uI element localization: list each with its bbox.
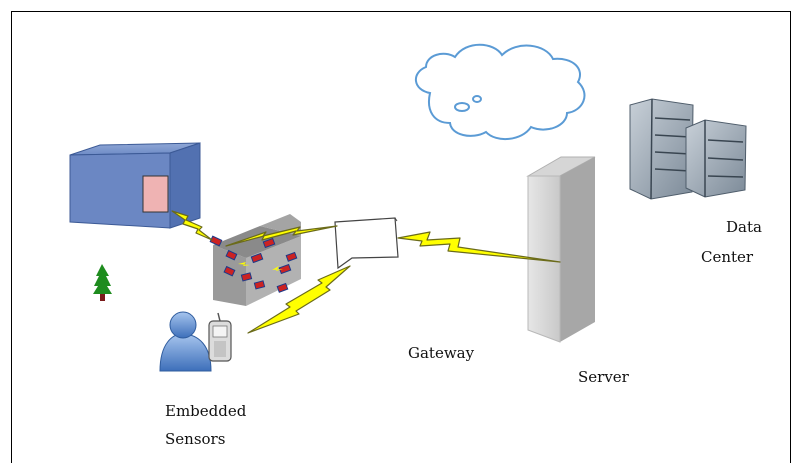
server-label: Server	[578, 368, 629, 386]
door	[142, 175, 169, 213]
tree-icon	[93, 264, 112, 301]
data-center-label-line1: Data	[726, 218, 762, 236]
phone-icon	[208, 312, 232, 362]
gateway-icon	[334, 217, 399, 270]
sensor-grid-icon	[209, 214, 301, 306]
user-icon	[159, 311, 212, 372]
building-icon	[69, 142, 201, 229]
data-center-label-line2: Center	[701, 248, 754, 266]
cloud-icon	[415, 43, 586, 140]
gateway-label: Gateway	[408, 344, 475, 362]
data-center-icon	[629, 98, 747, 200]
server-icon	[526, 156, 596, 343]
embedded-sensors-label-line1: Embedded	[165, 402, 247, 420]
lightning-icon	[171, 210, 561, 334]
embedded-sensors-label-line2: Sensors	[165, 430, 226, 448]
